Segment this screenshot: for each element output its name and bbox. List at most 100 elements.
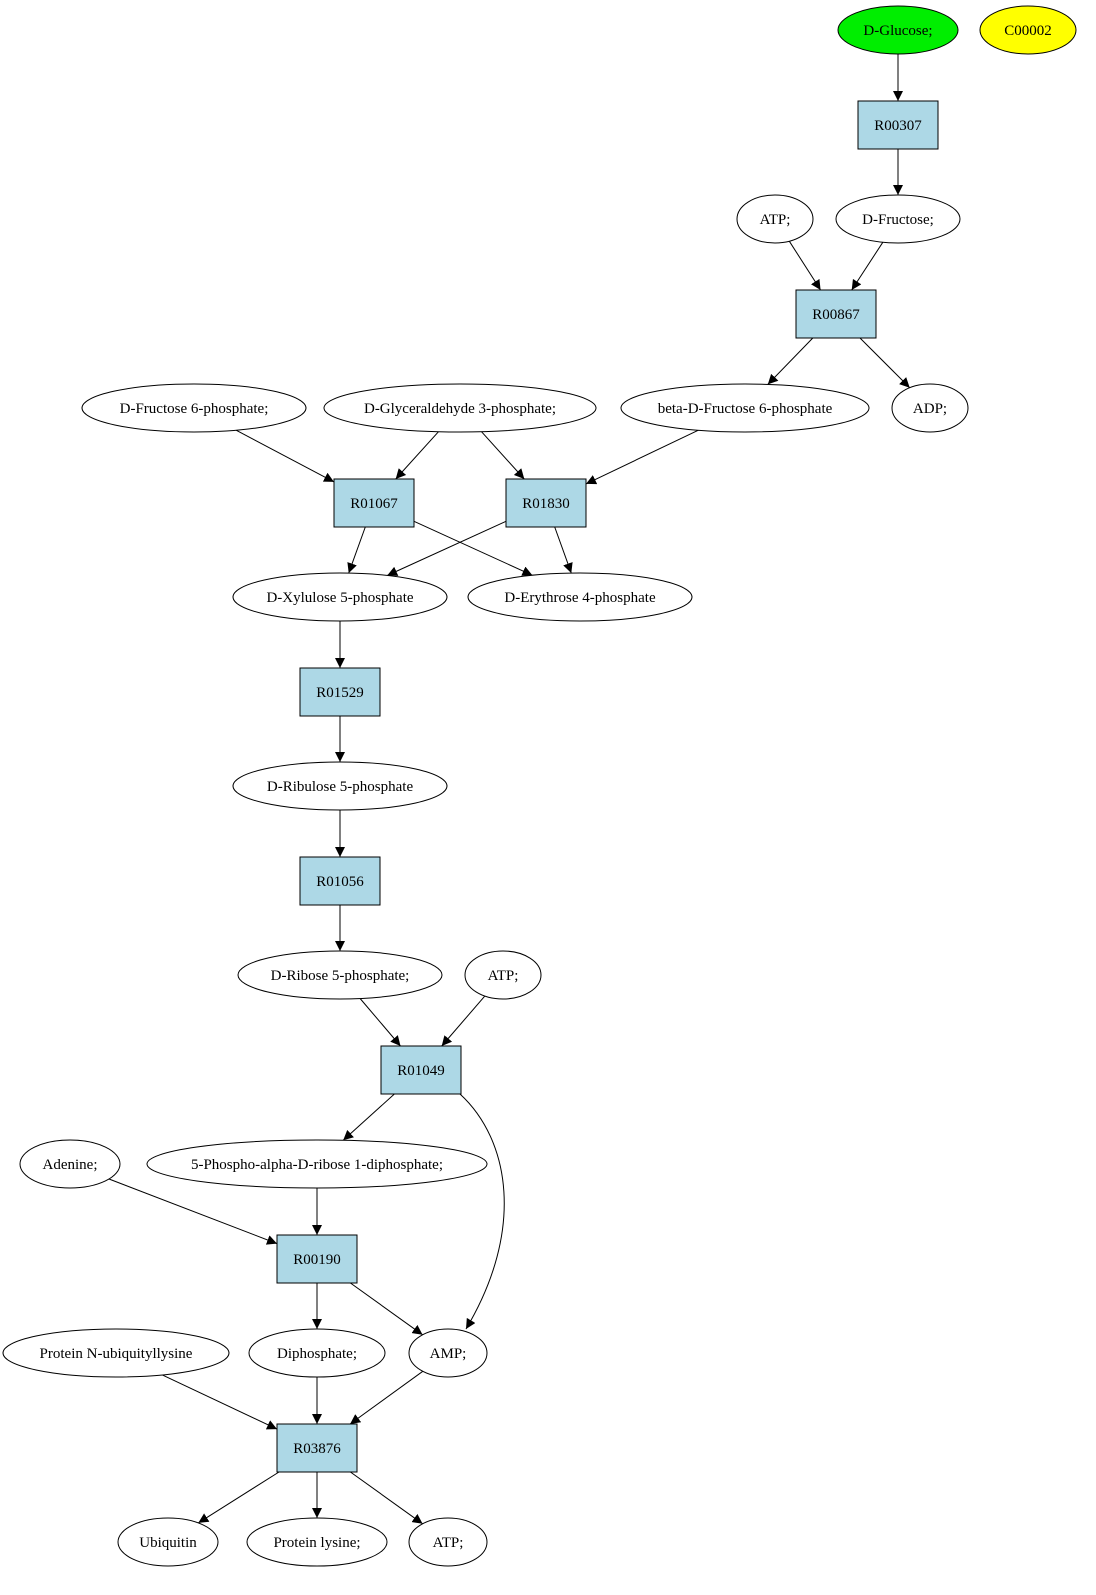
metabolite-label: C00002	[1004, 23, 1052, 39]
edge-g3p-to-r01067	[395, 431, 439, 480]
metabolite-shape	[81, 383, 307, 433]
reaction-label: R01529	[316, 685, 364, 701]
metabolite-shape	[19, 1139, 121, 1189]
reaction-box	[276, 1234, 358, 1284]
metabolite-shape	[246, 1517, 388, 1567]
reaction-node-r01056[interactable]: R01056	[299, 856, 381, 906]
reaction-node-r01067[interactable]: R01067	[333, 478, 415, 528]
metabolite-label: D-Glucose;	[863, 23, 932, 39]
metabolite-shape	[323, 383, 597, 433]
reaction-box	[276, 1423, 358, 1473]
metabolite-shape	[837, 5, 959, 55]
metabolite-label: beta-D-Fructose 6-phosphate	[658, 401, 833, 417]
edge-r01049-to-prpp	[342, 1093, 395, 1141]
edge-r01067-to-x5p	[347, 526, 366, 574]
metabolite-label: Diphosphate;	[277, 1346, 357, 1362]
edge-r01049-to-amp	[459, 1093, 505, 1330]
metabolite-node-fructose[interactable]: D-Fructose;	[835, 194, 961, 244]
reaction-node-r01830[interactable]: R01830	[505, 478, 587, 528]
reaction-box	[333, 478, 415, 528]
reaction-box	[380, 1045, 462, 1095]
metabolite-label: Protein lysine;	[273, 1535, 360, 1551]
metabolite-label: D-Fructose 6-phosphate;	[120, 401, 269, 417]
edge-r03876-to-ubiq	[198, 1471, 280, 1524]
metabolite-node-glucose[interactable]: D-Glucose;	[837, 5, 959, 55]
metabolite-node-ru5p[interactable]: D-Ribulose 5-phosphate	[232, 761, 448, 811]
reaction-node-r01529[interactable]: R01529	[299, 667, 381, 717]
metabolite-shape	[835, 194, 961, 244]
metabolite-shape	[248, 1328, 386, 1378]
metabolite-node-adenine[interactable]: Adenine;	[19, 1139, 121, 1189]
edge-g3p-to-r01830	[481, 431, 525, 480]
metabolite-node-e4p[interactable]: D-Erythrose 4-phosphate	[467, 572, 693, 622]
reaction-node-r00190[interactable]: R00190	[276, 1234, 358, 1284]
metabolite-shape	[464, 950, 542, 1000]
metabolite-label: ATP;	[433, 1535, 464, 1551]
edge-f6p-to-r01067	[235, 429, 335, 483]
reaction-box	[505, 478, 587, 528]
edge-amp-to-r03876	[349, 1370, 424, 1425]
reaction-label: R01056	[316, 874, 364, 890]
metabolite-node-ubiq[interactable]: Ubiquitin	[117, 1517, 219, 1567]
metabolite-node-adp[interactable]: ADP;	[891, 383, 969, 433]
reaction-box	[299, 856, 381, 906]
metabolite-label: D-Fructose;	[862, 212, 934, 228]
reaction-node-r01049[interactable]: R01049	[380, 1045, 462, 1095]
metabolite-node-prpp[interactable]: 5-Phospho-alpha-D-ribose 1-diphosphate;	[146, 1139, 488, 1189]
metabolite-shape	[736, 194, 814, 244]
metabolite-node-atp1[interactable]: ATP;	[736, 194, 814, 244]
metabolite-node-protlys[interactable]: Protein lysine;	[246, 1517, 388, 1567]
metabolite-label: D-Ribose 5-phosphate;	[271, 968, 410, 984]
metabolite-shape	[146, 1139, 488, 1189]
edges-layer	[108, 54, 911, 1525]
metabolite-shape	[891, 383, 969, 433]
edge-r01830-to-e4p	[554, 526, 573, 574]
metabolite-label: 5-Phospho-alpha-D-ribose 1-diphosphate;	[191, 1157, 443, 1173]
reaction-node-r00307[interactable]: R00307	[857, 100, 939, 150]
metabolite-shape	[467, 572, 693, 622]
metabolite-label: Ubiquitin	[139, 1535, 197, 1551]
metabolite-label: D-Ribulose 5-phosphate	[267, 779, 414, 795]
metabolite-node-protubq[interactable]: Protein N-ubiquityllysine	[2, 1328, 230, 1378]
metabolite-node-c00002[interactable]: C00002	[979, 5, 1077, 55]
edge-fructose-to-r00867	[851, 242, 884, 291]
reaction-label: R00307	[874, 118, 922, 134]
metabolite-label: Adenine;	[43, 1157, 98, 1173]
metabolite-node-r5p[interactable]: D-Ribose 5-phosphate;	[237, 950, 443, 1000]
reaction-box	[795, 289, 877, 339]
reaction-box	[857, 100, 939, 150]
metabolite-label: Protein N-ubiquityllysine	[40, 1346, 193, 1362]
metabolite-shape	[232, 572, 448, 622]
metabolite-shape	[408, 1517, 488, 1567]
edge-adenine-to-r00190	[108, 1178, 278, 1245]
metabolite-node-atp2[interactable]: ATP;	[464, 950, 542, 1000]
metabolite-label: AMP;	[430, 1346, 467, 1362]
edge-atp2-to-r01049	[441, 995, 486, 1047]
metabolite-node-bf6p[interactable]: beta-D-Fructose 6-phosphate	[620, 383, 870, 433]
metabolite-node-x5p[interactable]: D-Xylulose 5-phosphate	[232, 572, 448, 622]
metabolite-node-atp3[interactable]: ATP;	[408, 1517, 488, 1567]
reaction-label: R00190	[293, 1252, 341, 1268]
edge-bf6p-to-r01830	[585, 429, 699, 485]
reaction-label: R01830	[522, 496, 570, 512]
metabolite-node-f6p[interactable]: D-Fructose 6-phosphate;	[81, 383, 307, 433]
metabolite-shape	[117, 1517, 219, 1567]
reaction-label: R01067	[350, 496, 398, 512]
metabolite-node-diphos[interactable]: Diphosphate;	[248, 1328, 386, 1378]
reaction-node-r03876[interactable]: R03876	[276, 1423, 358, 1473]
edge-atp1-to-r00867	[788, 240, 822, 291]
edge-r01067-to-e4p	[413, 520, 533, 576]
edge-r00867-to-bf6p	[767, 337, 814, 385]
edge-r00190-to-amp	[350, 1282, 423, 1336]
reaction-label: R01049	[397, 1063, 445, 1079]
reaction-label: R00867	[812, 307, 860, 323]
metabolite-node-g3p[interactable]: D-Glyceraldehyde 3-phosphate;	[323, 383, 597, 433]
metabolite-label: D-Erythrose 4-phosphate	[504, 590, 656, 606]
metabolite-shape	[620, 383, 870, 433]
metabolite-shape	[237, 950, 443, 1000]
reaction-node-r00867[interactable]: R00867	[795, 289, 877, 339]
metabolite-node-amp[interactable]: AMP;	[408, 1328, 488, 1378]
metabolite-label: D-Xylulose 5-phosphate	[266, 590, 413, 606]
